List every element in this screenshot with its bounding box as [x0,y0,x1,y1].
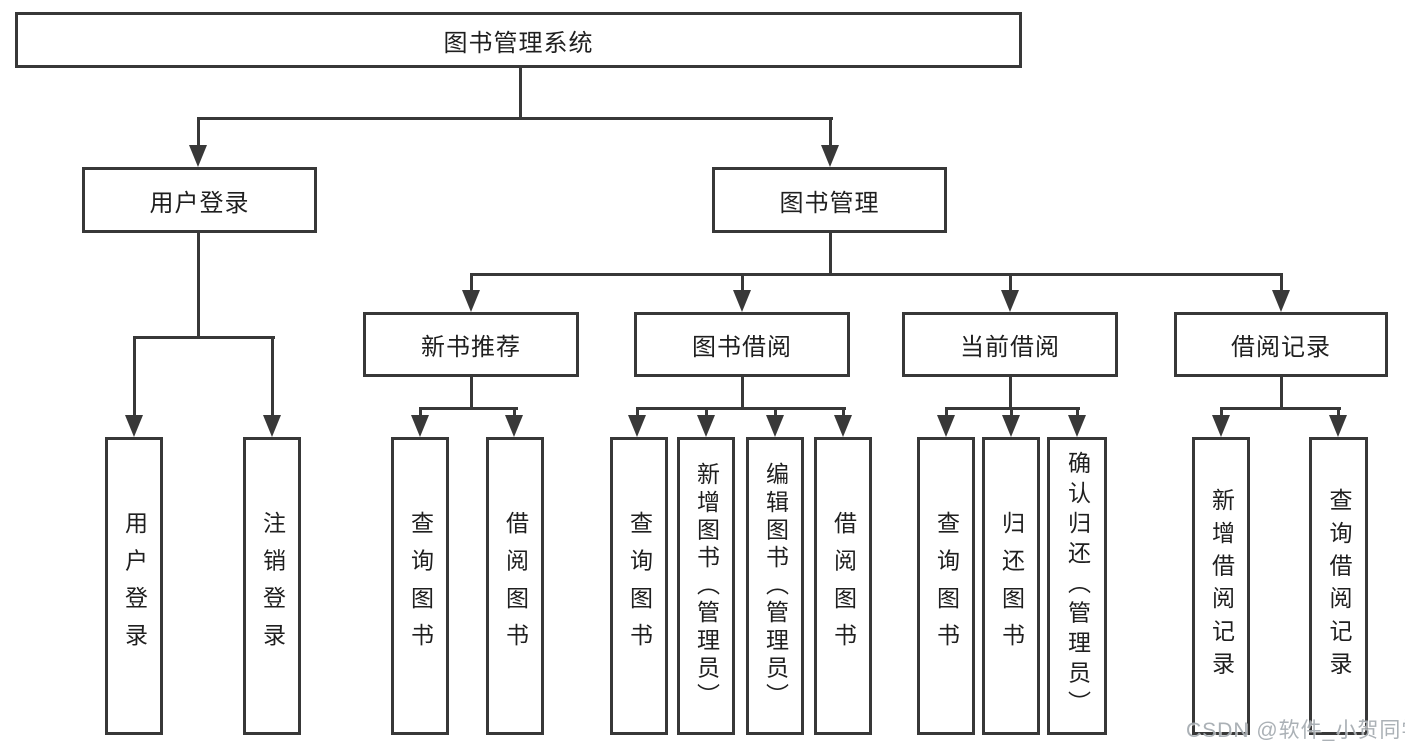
arrow-head-icon [189,145,207,167]
arrow-shaft [829,117,832,147]
connector-line [133,336,275,339]
arrow-head-icon [937,415,955,437]
node-book-borrowing: 图书借阅 [634,312,850,377]
connector-line [636,407,846,410]
arrow-shaft [133,336,136,417]
node-label: 归还图书 [998,511,1025,661]
node-new-book-recommendation: 新书推荐 [363,312,579,377]
arrow-head-icon [733,290,751,312]
node-label: 查询图书 [626,511,653,661]
csdn-watermark: CSDN @软件_小贺同学 [1186,719,1405,742]
arrow-shaft [1009,273,1012,292]
node-leaf-add-borrow-record: 新增借阅记录 [1192,437,1250,735]
node-label: 图书借阅 [692,334,792,361]
node-label: 新增图书（管理员） [693,461,720,711]
connector-line [1280,377,1283,409]
node-leaf-edit-books-admin: 编辑图书（管理员） [746,437,804,735]
arrow-head-icon [1272,290,1290,312]
arrow-shaft [705,407,708,417]
node-current-borrowing: 当前借阅 [902,312,1118,377]
arrow-shaft [1337,407,1340,417]
arrow-head-icon [125,415,143,437]
node-library-management-system: 图书管理系统 [15,12,1022,68]
arrow-head-icon [1001,290,1019,312]
node-label: 借阅图书 [502,511,529,661]
node-leaf-query-books-2: 查询图书 [610,437,668,735]
connector-line [829,233,832,275]
node-label: 查询图书 [933,511,960,661]
node-leaf-query-books-1: 查询图书 [391,437,449,735]
node-label: 注销登录 [259,511,286,661]
node-label: 新书推荐 [421,334,521,361]
node-label: 用户登录 [121,511,148,661]
arrow-shaft [842,407,845,417]
connector-line [519,68,522,117]
arrow-shaft [419,407,422,417]
arrow-shaft [741,273,744,292]
node-book-management: 图书管理 [712,167,947,233]
node-leaf-user-login: 用户登录 [105,437,163,735]
arrow-shaft [197,117,200,147]
node-label: 查询借阅记录 [1326,488,1352,684]
node-label: 新增借阅记录 [1208,488,1235,684]
node-leaf-logout: 注销登录 [243,437,301,735]
node-label: 图书管理 [779,189,880,217]
node-leaf-borrow-books-2: 借阅图书 [814,437,872,735]
arrow-head-icon [462,290,480,312]
arrow-shaft [945,407,948,417]
arrow-shaft [470,273,473,292]
node-leaf-query-books-3: 查询图书 [917,437,975,735]
arrow-head-icon [821,145,839,167]
arrow-head-icon [628,415,646,437]
connector-line [197,233,200,339]
arrow-shaft [271,336,274,417]
arrow-head-icon [263,415,281,437]
arrow-shaft [513,407,516,417]
arrow-head-icon [1212,415,1230,437]
connector-line [1009,377,1012,409]
connector-line [419,407,518,410]
node-label: 编辑图书（管理员） [762,461,789,711]
node-label: 当前借阅 [960,334,1060,361]
node-leaf-confirm-return-admin: 确认归还（管理员） [1047,437,1107,735]
node-label: 借阅记录 [1231,334,1331,361]
arrow-head-icon [411,415,429,437]
node-borrowing-records: 借阅记录 [1174,312,1388,377]
arrow-head-icon [834,415,852,437]
node-leaf-query-borrow-record: 查询借阅记录 [1309,437,1368,735]
connector-line [470,273,1283,276]
node-user-login: 用户登录 [82,167,317,233]
arrow-shaft [774,407,777,417]
arrow-head-icon [766,415,784,437]
arrow-shaft [1220,407,1223,417]
node-leaf-return-books: 归还图书 [982,437,1040,735]
node-label: 确认归还（管理员） [1064,451,1091,721]
arrow-shaft [1010,407,1013,417]
arrow-shaft [1076,407,1079,417]
node-leaf-borrow-books-1: 借阅图书 [486,437,544,735]
connector-line [741,377,744,409]
node-label: 借阅图书 [830,511,857,661]
arrow-shaft [1280,273,1283,292]
node-label: 查询图书 [407,511,434,661]
arrow-head-icon [1002,415,1020,437]
arrow-head-icon [1329,415,1347,437]
node-label: 用户登录 [149,189,250,217]
node-leaf-add-books-admin: 新增图书（管理员） [677,437,735,735]
arrow-shaft [636,407,639,417]
arrow-head-icon [505,415,523,437]
connector-line [197,117,833,120]
connector-line [470,377,473,409]
arrow-head-icon [697,415,715,437]
arrow-head-icon [1068,415,1086,437]
connector-line [1220,407,1341,410]
node-label: 图书管理系统 [443,29,594,57]
